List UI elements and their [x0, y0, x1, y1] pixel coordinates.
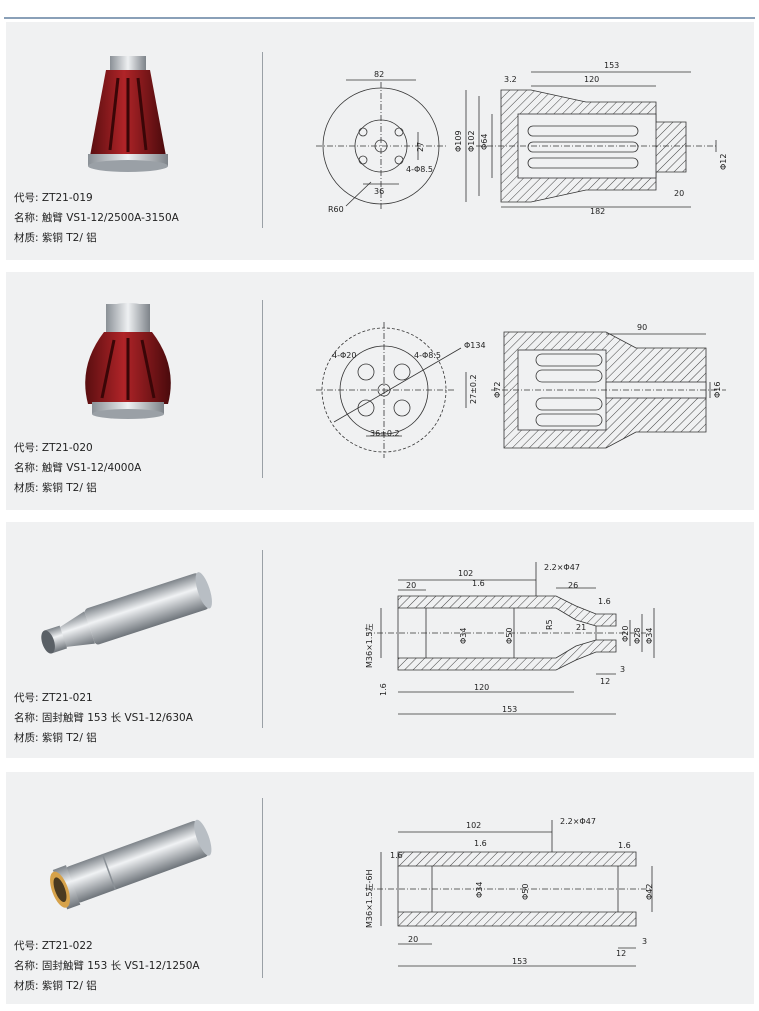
- dim-label: Φ16: [713, 382, 722, 398]
- dim-label: Φ50: [505, 628, 514, 644]
- dim-label: 120: [584, 75, 599, 84]
- dim-label: Φ42: [645, 884, 654, 900]
- dim-label: Φ12: [719, 154, 728, 170]
- product-code: ZT21-021: [41, 692, 93, 704]
- dim-label: 20: [406, 581, 416, 590]
- product-material: 紫铜 T2/ 铝: [41, 732, 97, 744]
- dim-label: R5: [545, 619, 554, 630]
- dim-label: 2.2×Φ47: [544, 563, 580, 572]
- dim-label: 27±0.2: [469, 374, 478, 404]
- product-photo-sealed-arm-630a: [41, 572, 212, 654]
- product-material: 紫铜 T2/ 铝: [41, 232, 97, 244]
- name-label: 名称:: [14, 960, 39, 972]
- dim-label: Φ28: [633, 628, 642, 644]
- dim-label: M36×1.5左: [364, 623, 374, 668]
- technical-drawing-zt21-020: 90 Φ134 4-Φ20 4-Φ8.5 27±0.2 Φ72 36±0.2 Φ…: [316, 322, 726, 458]
- dim-label: 21: [576, 623, 586, 632]
- material-label: 材质:: [14, 482, 39, 494]
- dim-label: 1.6: [598, 597, 611, 606]
- dim-label: 4-Φ20: [332, 351, 356, 360]
- card-divider: [262, 52, 263, 228]
- top-rule: [4, 17, 755, 19]
- technical-drawing-zt21-021: 102 2.2×Φ47 20 1.6 26 1.6 M36×1.5左 Φ34 Φ…: [364, 562, 655, 715]
- dim-label: Φ34: [475, 882, 484, 898]
- dim-label: 182: [590, 207, 605, 216]
- dim-label: 120: [474, 683, 489, 692]
- dim-label: 36±0.2: [370, 429, 400, 438]
- dim-label: 20: [408, 935, 418, 944]
- product-card-zt21-021: 代号: ZT21-021 名称: 固封触臂 153 长 VS1-12/630A …: [6, 522, 754, 758]
- product-code: ZT21-022: [41, 940, 93, 952]
- product-material: 紫铜 T2/ 铝: [41, 482, 97, 494]
- dim-label: Φ134: [464, 341, 486, 350]
- product-meta: 代号: ZT21-021 名称: 固封触臂 153 长 VS1-12/630A …: [14, 688, 193, 748]
- product-photo-sealed-arm-1250a: [50, 819, 212, 910]
- dim-label: 153: [502, 705, 517, 714]
- dim-label: 1.6: [379, 683, 388, 696]
- material-label: 材质:: [14, 980, 39, 992]
- dim-label: 4-Φ8.5: [406, 165, 433, 174]
- product-card-zt21-019: 代号: ZT21-019 名称: 触臂 VS1-12/2500A-3150A 材…: [6, 22, 754, 260]
- dim-label: 3: [642, 937, 647, 946]
- name-label: 名称:: [14, 712, 39, 724]
- technical-drawing-zt21-022: 102 2.2×Φ47 1.6 1.6 1.6 M36×1.5左-6H Φ34 …: [364, 817, 654, 967]
- product-code: ZT21-019: [41, 192, 93, 204]
- card-divider: [262, 550, 263, 728]
- material-label: 材质:: [14, 232, 39, 244]
- dim-label: Φ64: [480, 134, 489, 150]
- dim-label: Φ109: [454, 130, 463, 152]
- product-name: 触臂 VS1-12/4000A: [41, 462, 142, 474]
- dim-label: 82: [374, 70, 384, 79]
- product-name: 触臂 VS1-12/2500A-3150A: [41, 212, 179, 224]
- dim-label: Φ102: [467, 130, 476, 152]
- product-meta: 代号: ZT21-019 名称: 触臂 VS1-12/2500A-3150A 材…: [14, 188, 179, 248]
- product-meta: 代号: ZT21-020 名称: 触臂 VS1-12/4000A 材质: 紫铜 …: [14, 438, 141, 498]
- dim-label: 4-Φ8.5: [414, 351, 441, 360]
- dim-label: 1.6: [390, 851, 403, 860]
- product-material: 紫铜 T2/ 铝: [41, 980, 97, 992]
- dim-label: 153: [604, 61, 619, 70]
- dim-label: 3: [620, 665, 625, 674]
- name-label: 名称:: [14, 462, 39, 474]
- card-divider: [262, 798, 263, 978]
- product-code: ZT21-020: [41, 442, 93, 454]
- product-name: 固封触臂 153 长 VS1-12/630A: [41, 712, 193, 724]
- dim-label: Φ20: [621, 626, 630, 642]
- dim-label: 20: [674, 189, 684, 198]
- product-card-zt21-022: 代号: ZT21-022 名称: 固封触臂 153 长 VS1-12/1250A…: [6, 772, 754, 1004]
- dim-label: M36×1.5左-6H: [364, 870, 374, 929]
- dim-label: 90: [637, 323, 647, 332]
- dim-label: Φ34: [459, 628, 468, 644]
- dim-label: 1.6: [474, 839, 487, 848]
- dim-label: 36: [374, 187, 384, 196]
- code-label: 代号:: [14, 442, 39, 454]
- dim-label: 26: [568, 581, 578, 590]
- product-meta: 代号: ZT21-022 名称: 固封触臂 153 长 VS1-12/1250A…: [14, 936, 200, 996]
- dim-label: 102: [466, 821, 481, 830]
- dim-label: 153: [512, 957, 527, 966]
- dim-label: Φ34: [645, 628, 654, 644]
- dim-label: 1.6: [618, 841, 631, 850]
- technical-drawing-zt21-019: 82 153 3.2 120 Φ109 Φ102 Φ64 27 4-Φ8.5 3…: [316, 61, 728, 216]
- dim-label: Φ72: [493, 382, 502, 398]
- product-card-zt21-020: 代号: ZT21-020 名称: 触臂 VS1-12/4000A 材质: 紫铜 …: [6, 272, 754, 510]
- code-label: 代号:: [14, 192, 39, 204]
- dim-label: 12: [616, 949, 626, 958]
- dim-label: Φ50: [521, 884, 530, 900]
- dim-label: 3.2: [504, 75, 517, 84]
- product-name: 固封触臂 153 长 VS1-12/1250A: [41, 960, 200, 972]
- dim-label: 1.6: [472, 579, 485, 588]
- dim-label: 102: [458, 569, 473, 578]
- dim-label: 2.2×Φ47: [560, 817, 596, 826]
- material-label: 材质:: [14, 732, 39, 744]
- dim-label: 12: [600, 677, 610, 686]
- dim-label: R60: [328, 205, 344, 214]
- product-photo-contact-arm-2500a: [88, 56, 168, 172]
- code-label: 代号:: [14, 940, 39, 952]
- name-label: 名称:: [14, 212, 39, 224]
- card-divider: [262, 300, 263, 478]
- code-label: 代号:: [14, 692, 39, 704]
- product-photo-contact-arm-4000a: [85, 303, 171, 419]
- dim-label: 27: [416, 142, 425, 152]
